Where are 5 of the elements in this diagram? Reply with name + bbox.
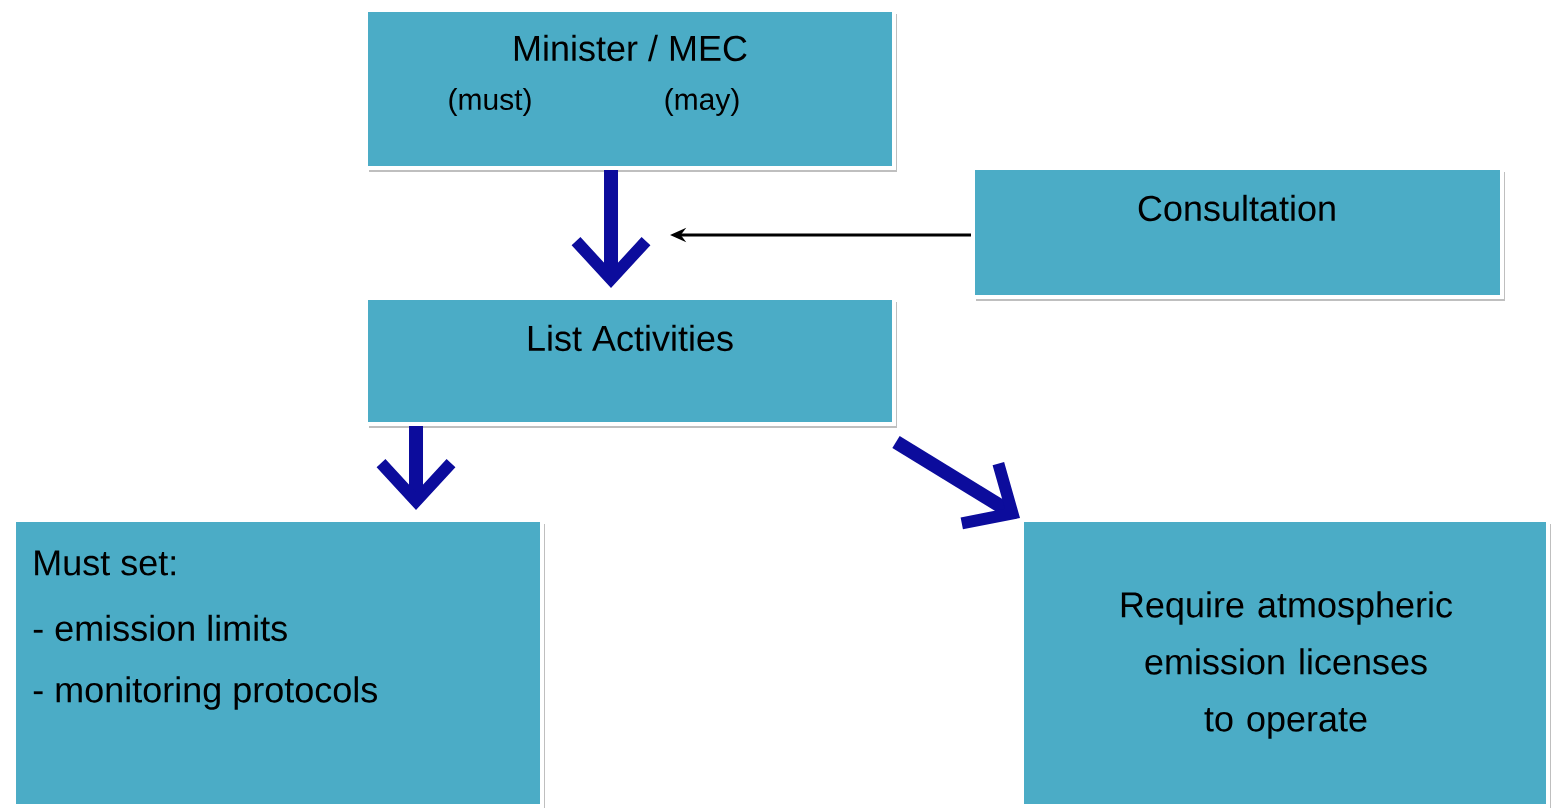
process-box: Consultation xyxy=(971,166,1505,301)
process-box: Minister / MEC (must) (may) xyxy=(364,8,897,172)
process-box: Must set: - emission limits - monitoring protocols xyxy=(12,518,545,808)
process-box: Require atmospheric emission licenses to operate xyxy=(1020,518,1551,808)
process-box: List Activities xyxy=(364,296,897,428)
